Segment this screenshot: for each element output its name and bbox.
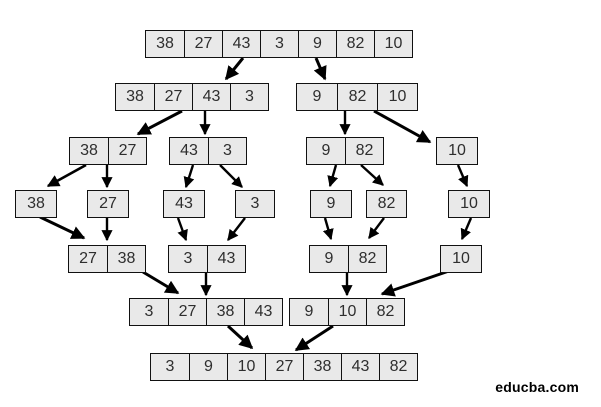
array-cell: 43 <box>244 299 282 325</box>
array-cell: 10 <box>328 299 366 325</box>
split-merge-arrow <box>380 269 450 297</box>
array-cell: 3 <box>130 299 168 325</box>
array-cell: 43 <box>341 354 379 380</box>
array-cell: 3 <box>169 246 207 272</box>
array-single-38: 38 <box>15 190 57 218</box>
split-merge-arrow <box>39 215 86 240</box>
array-cell: 38 <box>116 84 154 110</box>
array-cell: 9 <box>298 31 336 57</box>
array-cell: 82 <box>337 84 377 110</box>
split-merge-arrow <box>176 217 188 242</box>
split-merge-arrow <box>460 217 473 241</box>
split-merge-arrow <box>322 217 334 241</box>
array-cell: 43 <box>207 246 245 272</box>
array-cell: 27 <box>184 31 222 57</box>
array-cell: 38 <box>303 354 341 380</box>
split-merge-arrow <box>360 164 384 186</box>
array-cell: 27 <box>69 246 107 272</box>
array-cell: 43 <box>164 191 204 217</box>
split-merge-arrow <box>368 217 385 239</box>
array-cell: 3 <box>208 138 246 164</box>
array-cell: 10 <box>441 246 481 272</box>
array-cell: 43 <box>222 31 260 57</box>
split-merge-arrow <box>224 57 245 81</box>
array-single-27: 27 <box>87 190 129 218</box>
split-merge-arrow <box>313 57 327 81</box>
array-cell: 82 <box>367 191 406 217</box>
array-cell: 27 <box>265 354 303 380</box>
array-cell: 82 <box>348 246 386 272</box>
array-cell: 10 <box>437 138 477 164</box>
array-cell: 9 <box>310 246 348 272</box>
split-merge-arrow <box>226 324 254 350</box>
array-cell: 38 <box>146 31 184 57</box>
array-cell: 82 <box>379 354 417 380</box>
array-cell: 3 <box>151 354 189 380</box>
watermark: educba.com <box>495 379 579 395</box>
array-cell: 3 <box>260 31 298 57</box>
array-cell: 3 <box>236 191 274 217</box>
array-cell: 38 <box>107 246 145 272</box>
array-cell: 43 <box>170 138 208 164</box>
array-cell: 43 <box>192 84 230 110</box>
array-cell: 9 <box>290 299 328 325</box>
split-merge-arrow <box>142 270 180 295</box>
array-single-82: 82 <box>366 190 407 218</box>
array-cell: 10 <box>449 191 489 217</box>
array-cell: 3 <box>230 84 268 110</box>
array-cell: 27 <box>88 191 128 217</box>
split-merge-arrow <box>136 109 183 136</box>
array-single-43: 43 <box>163 190 205 218</box>
array-single-3: 3 <box>235 190 275 218</box>
split-merge-arrow <box>46 163 87 188</box>
array-cell: 82 <box>345 138 383 164</box>
array-split-10: 10 <box>436 137 478 165</box>
split-merge-arrow <box>183 164 195 189</box>
array-cell: 82 <box>366 299 404 325</box>
array-cell: 10 <box>227 354 265 380</box>
array-single-10: 10 <box>448 190 490 218</box>
array-cell: 10 <box>374 31 412 57</box>
array-cell: 27 <box>108 138 146 164</box>
array-cell: 38 <box>206 299 244 325</box>
array-cell: 10 <box>377 84 417 110</box>
array-cell: 9 <box>189 354 227 380</box>
array-cell: 38 <box>70 138 108 164</box>
array-cell: 82 <box>336 31 374 57</box>
split-merge-arrow <box>219 164 243 188</box>
array-cell: 9 <box>307 138 345 164</box>
array-merge-10: 10 <box>440 245 482 273</box>
array-cell: 38 <box>16 191 56 217</box>
array-cell: 9 <box>297 84 337 110</box>
array-single-9: 9 <box>310 190 352 218</box>
split-merge-arrow <box>294 324 334 352</box>
split-merge-arrow <box>327 164 339 188</box>
split-merge-arrow <box>227 217 246 241</box>
array-cell: 27 <box>154 84 192 110</box>
array-cell: 27 <box>168 299 206 325</box>
array-cell: 9 <box>311 191 351 217</box>
split-merge-arrow <box>456 164 469 188</box>
